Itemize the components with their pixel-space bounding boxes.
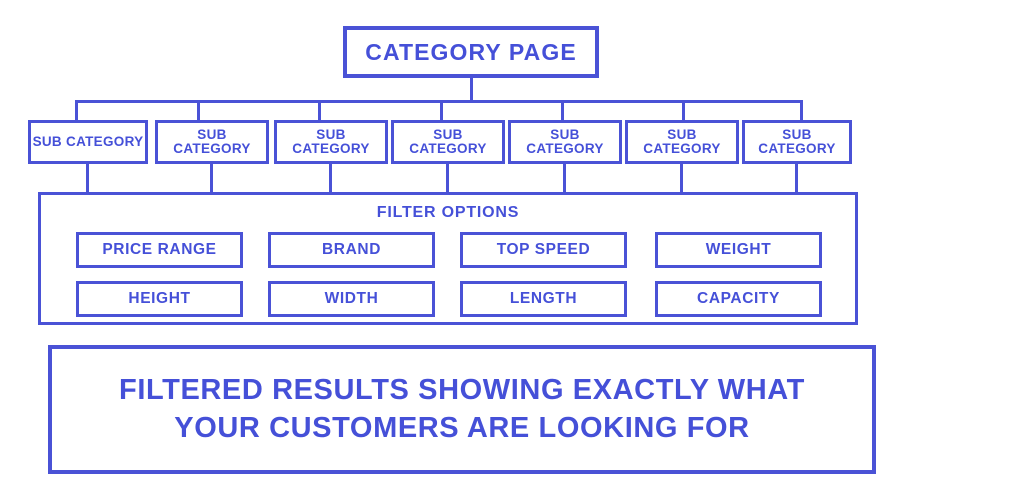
connector-bus-to-subcategory-7 bbox=[800, 100, 803, 120]
filter-option-label: CAPACITY bbox=[697, 290, 780, 307]
connector-bus-to-subcategory-1 bbox=[75, 100, 78, 120]
filter-option-top-speed[interactable]: TOP SPEED bbox=[460, 232, 627, 268]
sub-category-label: SUB CATEGORY bbox=[292, 126, 370, 156]
connector-subcategory-2-to-filters bbox=[210, 164, 213, 192]
filter-option-weight[interactable]: WEIGHT bbox=[655, 232, 822, 268]
connector-bus-to-subcategory-6 bbox=[682, 100, 685, 120]
filter-options-panel: FILTER OPTIONS PRICE RANGE BRAND TOP SPE… bbox=[38, 192, 858, 325]
filter-option-length[interactable]: LENGTH bbox=[460, 281, 627, 317]
sub-category-label: SUB CATEGORY bbox=[758, 126, 836, 156]
connector-bus-to-subcategory-4 bbox=[440, 100, 443, 120]
connector-bus-to-subcategory-2 bbox=[197, 100, 200, 120]
filtered-results-line-2: YOUR CUSTOMERS ARE LOOKING FOR bbox=[174, 411, 750, 444]
filter-options-title: FILTER OPTIONS bbox=[376, 204, 520, 221]
filter-option-label: BRAND bbox=[322, 241, 381, 258]
connector-subcategory-bus bbox=[75, 100, 803, 103]
connector-subcategory-1-to-filters bbox=[86, 164, 89, 192]
filtered-results-line-1: FILTERED RESULTS SHOWING EXACTLY WHAT bbox=[119, 374, 805, 407]
connector-subcategory-7-to-filters bbox=[795, 164, 798, 192]
filter-option-label: HEIGHT bbox=[128, 290, 191, 307]
category-page-label: CATEGORY PAGE bbox=[365, 38, 577, 65]
sub-category-node-4[interactable]: SUB CATEGORY bbox=[391, 120, 505, 164]
filter-option-price-range[interactable]: PRICE RANGE bbox=[76, 232, 243, 268]
connector-subcategory-5-to-filters bbox=[563, 164, 566, 192]
filter-option-width[interactable]: WIDTH bbox=[268, 281, 435, 317]
connector-subcategory-3-to-filters bbox=[329, 164, 332, 192]
filter-option-brand[interactable]: BRAND bbox=[268, 232, 435, 268]
filter-option-label: TOP SPEED bbox=[496, 241, 591, 258]
sub-category-node-2[interactable]: SUB CATEGORY bbox=[155, 120, 269, 164]
sub-category-label: SUB CATEGORY bbox=[643, 126, 721, 156]
connector-subcategory-4-to-filters bbox=[446, 164, 449, 192]
sub-category-label: SUB CATEGORY bbox=[32, 133, 144, 149]
filter-option-height[interactable]: HEIGHT bbox=[76, 281, 243, 317]
sub-category-label: SUB CATEGORY bbox=[173, 126, 251, 156]
sub-category-label: SUB CATEGORY bbox=[526, 126, 604, 156]
connector-root-stem bbox=[470, 78, 473, 100]
filtered-results-node[interactable]: FILTERED RESULTS SHOWING EXACTLY WHAT YO… bbox=[48, 345, 876, 474]
sub-category-node-6[interactable]: SUB CATEGORY bbox=[625, 120, 739, 164]
sub-category-node-5[interactable]: SUB CATEGORY bbox=[508, 120, 622, 164]
category-page-node[interactable]: CATEGORY PAGE bbox=[343, 26, 599, 78]
sub-category-label: SUB CATEGORY bbox=[409, 126, 487, 156]
connector-bus-to-subcategory-5 bbox=[561, 100, 564, 120]
filter-option-label: WEIGHT bbox=[705, 241, 772, 258]
sub-category-node-7[interactable]: SUB CATEGORY bbox=[742, 120, 852, 164]
sub-category-node-1[interactable]: SUB CATEGORY bbox=[28, 120, 148, 164]
filter-option-capacity[interactable]: CAPACITY bbox=[655, 281, 822, 317]
sub-category-node-3[interactable]: SUB CATEGORY bbox=[274, 120, 388, 164]
filter-option-label: PRICE RANGE bbox=[102, 241, 217, 258]
connector-bus-to-subcategory-3 bbox=[318, 100, 321, 120]
connector-subcategory-6-to-filters bbox=[680, 164, 683, 192]
filter-option-label: WIDTH bbox=[324, 290, 379, 307]
filter-option-label: LENGTH bbox=[509, 290, 578, 307]
